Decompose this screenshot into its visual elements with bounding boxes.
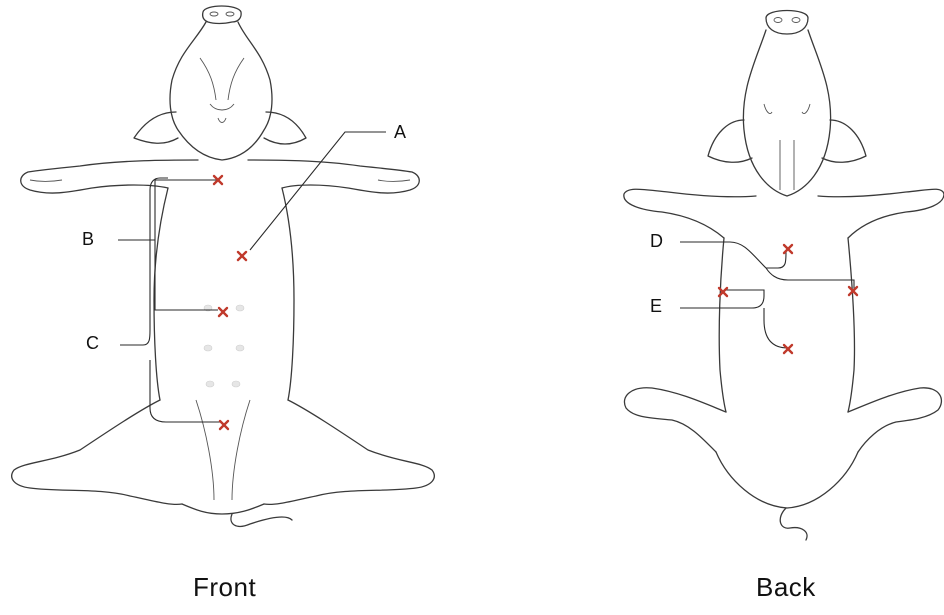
marker-back-neck bbox=[784, 245, 792, 253]
marker-back-lower bbox=[784, 345, 792, 353]
marker-front-belly bbox=[219, 308, 227, 316]
marker-front-groin bbox=[220, 421, 228, 429]
front-piglet-outline bbox=[12, 6, 435, 526]
back-injection-markers bbox=[719, 245, 857, 353]
label-b: B bbox=[82, 229, 94, 250]
label-a: A bbox=[394, 122, 406, 143]
label-e: E bbox=[650, 296, 662, 317]
back-caption: Back bbox=[756, 572, 816, 603]
marker-front-flank bbox=[238, 252, 246, 260]
back-piglet-outline bbox=[624, 11, 944, 541]
front-leader-lines bbox=[118, 132, 386, 422]
front-caption: Front bbox=[193, 572, 256, 603]
label-d: D bbox=[650, 231, 663, 252]
front-injection-markers bbox=[214, 176, 246, 429]
back-leader-lines bbox=[680, 242, 854, 348]
label-c: C bbox=[86, 333, 99, 354]
